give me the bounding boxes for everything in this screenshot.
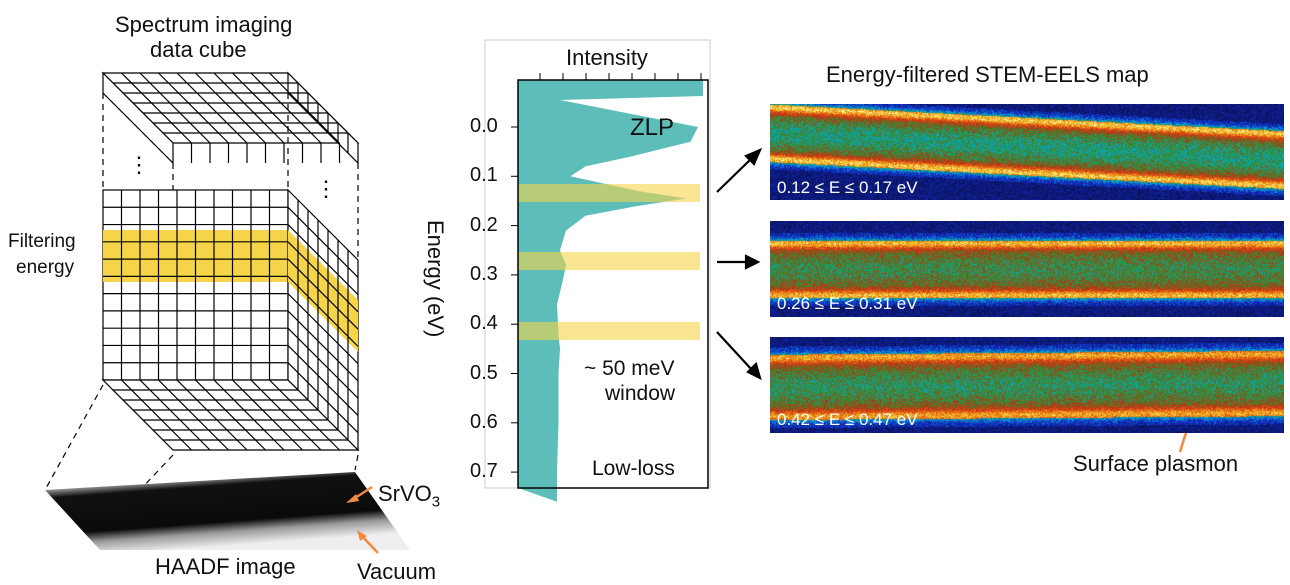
maps-title: Energy-filtered STEM-EELS map	[826, 62, 1149, 87]
srvo3-label: SrVO3	[378, 481, 441, 511]
y-tick-label: 0.1	[470, 164, 498, 187]
y-tick-label: 0.2	[470, 213, 498, 236]
vacuum-label: Vacuum	[357, 559, 437, 584]
data-cube: ⋮ ⋮	[44, 71, 360, 491]
haadf-caption: HAADF image	[155, 554, 296, 579]
map-3-label: 0.42 ≤ E ≤ 0.47 eV	[777, 410, 918, 429]
eels-map-3	[770, 337, 1284, 433]
y-tick-label: 0.5	[470, 361, 498, 384]
lowloss-label: Low-loss	[592, 457, 675, 480]
cube-title-line2: data cube	[150, 37, 247, 62]
cube-title-line1: Spectrum imaging	[115, 12, 293, 37]
eels-map-1	[770, 104, 1284, 200]
zlp-label: ZLP	[630, 114, 675, 141]
y-tick-label: 0.7	[470, 460, 498, 483]
filter-label-line2: energy	[16, 257, 75, 278]
svg-text:⋮: ⋮	[315, 176, 337, 201]
haadf-image	[45, 472, 410, 550]
y-tick-label: 0.4	[470, 312, 498, 335]
map-2-label: 0.26 ≤ E ≤ 0.31 eV	[777, 294, 918, 313]
surface-plasmon-label: Surface plasmon	[1073, 451, 1239, 476]
intensity-label: Intensity	[566, 45, 648, 70]
y-tick-label: 0.6	[470, 410, 498, 433]
eels-spectrum	[484, 39, 711, 502]
svg-text:⋮: ⋮	[128, 152, 150, 177]
energy-axis-label: Energy (eV)	[423, 220, 448, 338]
filter-label-line1: Filtering	[8, 231, 76, 252]
eels-map-2	[770, 221, 1284, 317]
map-1-label: 0.12 ≤ E ≤ 0.17 eV	[777, 178, 918, 197]
y-tick-label: 0.3	[470, 262, 498, 285]
window-label-line1: ~ 50 meV	[584, 357, 675, 380]
y-tick-label: 0.0	[470, 115, 498, 137]
window-label-line2: window	[605, 382, 676, 405]
